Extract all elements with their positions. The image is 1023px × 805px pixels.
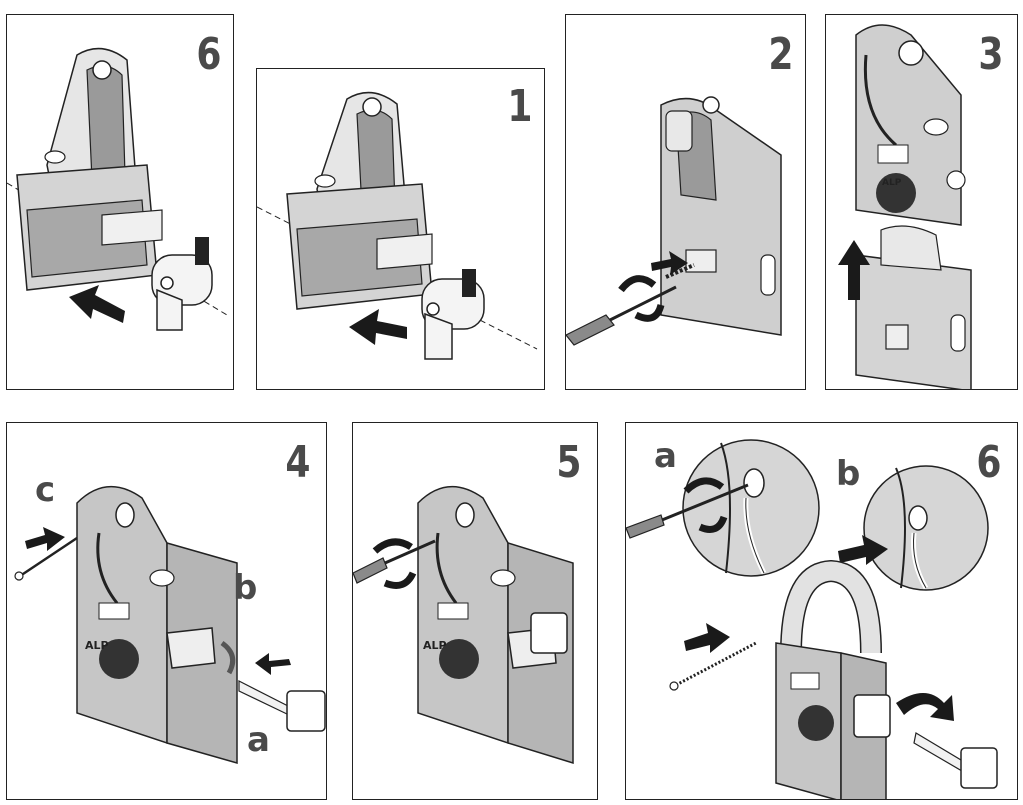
- spring-screw-icon: [669, 641, 757, 691]
- housing-screw-illustration: [566, 96, 782, 346]
- arrow-up-icon: [838, 240, 870, 300]
- panel-step-2: 2: [565, 14, 806, 390]
- cylinder-lock-icon: [151, 237, 213, 331]
- panel-step-1: 1: [256, 68, 545, 390]
- key-icon: [507, 612, 568, 669]
- screw-icon: [14, 536, 78, 581]
- rotate-arrow-icon: [220, 640, 236, 675]
- brand-text: ALP: [882, 178, 902, 188]
- panel-step-4: ALP 4 c b a: [6, 422, 327, 800]
- rotate-arrow-icon: [683, 477, 728, 533]
- arrow-right-icon: [25, 527, 65, 551]
- detail-circle-b: [863, 465, 989, 591]
- padlock-tighten-illustration: ALP: [353, 485, 574, 765]
- step-number: 2: [768, 29, 794, 80]
- panel-step-6-final: 6 a b: [625, 422, 1018, 800]
- key-icon: [166, 627, 326, 732]
- housing-insert-illustration: [257, 91, 538, 360]
- panel-step-6-disassembly: 6: [6, 14, 234, 390]
- step-number: 4: [285, 437, 311, 488]
- padlock-icon: [775, 559, 887, 799]
- padlock-final-assembly-illustration: [626, 439, 998, 799]
- key-icon: [853, 694, 998, 789]
- arrow-left-icon: [255, 653, 291, 675]
- rotate-arrow-icon: [372, 538, 417, 589]
- padlock-shackle-assembly-illustration: ALP: [838, 24, 972, 389]
- label-c: c: [35, 470, 56, 510]
- step-number: 6: [976, 437, 1002, 488]
- step-number: 5: [556, 437, 582, 488]
- panel-step-5: ALP 5: [352, 422, 598, 800]
- label-a: a: [247, 720, 270, 760]
- label-b: b: [836, 454, 861, 494]
- arrow-left-down-icon: [69, 285, 125, 323]
- screwdriver-icon: [566, 263, 695, 346]
- arrow-right-icon: [838, 535, 888, 565]
- step-number: 1: [507, 81, 533, 132]
- screwdriver-icon: [626, 483, 749, 539]
- arrow-left-icon: [349, 309, 407, 345]
- padlock-key-insert-illustration: ALP: [14, 485, 326, 764]
- rotate-arrow-icon: [618, 275, 665, 322]
- screwdriver-icon: [353, 539, 436, 584]
- step-number: 6: [196, 29, 222, 80]
- detail-circle-a: [682, 439, 820, 577]
- label-a: a: [654, 436, 677, 476]
- label-b: b: [233, 568, 258, 608]
- cylinder-lock-icon: [421, 269, 485, 360]
- housing-open-illustration: [7, 47, 228, 331]
- brand-text: ALP: [85, 639, 109, 652]
- arrow-right-icon: [684, 623, 730, 653]
- arrow-curved-right-icon: [896, 693, 954, 721]
- panel-step-3: ALP 3: [825, 14, 1018, 390]
- arrow-right-icon: [651, 251, 688, 275]
- brand-text: ALP: [423, 639, 447, 652]
- step-number: 3: [978, 29, 1004, 80]
